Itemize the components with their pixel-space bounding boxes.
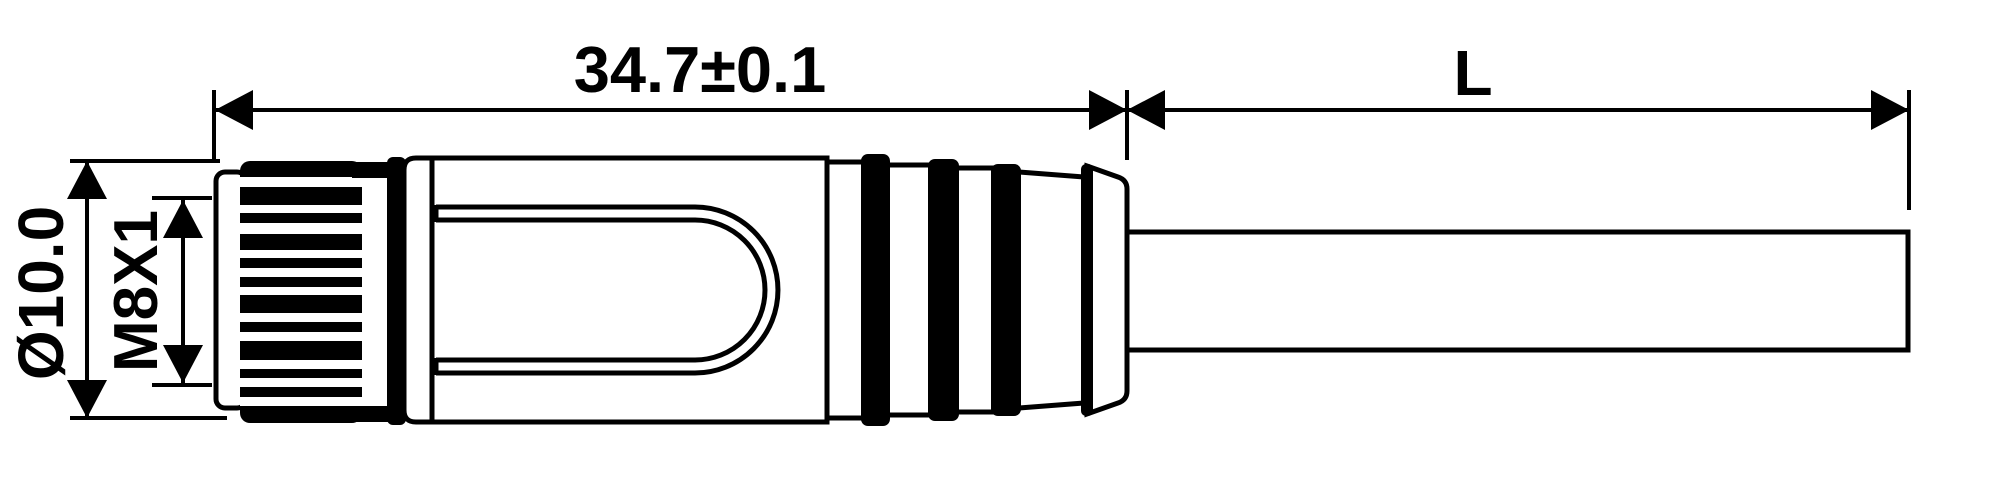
strain-relief xyxy=(827,159,1085,421)
connector-drawing xyxy=(213,154,1911,426)
dim-label-thread: M8X1 xyxy=(102,210,171,372)
dim-label-body-length: 34.7±0.1 xyxy=(574,33,827,106)
knurl-neck-band-top xyxy=(352,162,392,178)
cable-boot xyxy=(1084,162,1130,418)
thread-arrows xyxy=(163,200,203,383)
cable xyxy=(1121,229,1911,353)
knurl-neck-band-bottom xyxy=(352,406,392,422)
latch-slot xyxy=(433,204,781,376)
strain-relief-rib-2 xyxy=(928,159,959,421)
diameter-arrows xyxy=(67,161,107,418)
cable-boot-flange xyxy=(1081,164,1093,416)
strain-relief-rib-3 xyxy=(991,164,1021,416)
dim-label-cable-length: L xyxy=(1453,37,1492,109)
dimensions: 34.7±0.1 L Ø10.0 M8X1 xyxy=(5,33,1911,420)
neck-ring xyxy=(387,157,406,425)
dim-label-outer-diameter: Ø10.0 xyxy=(5,206,77,380)
dim-arrows xyxy=(215,90,1909,130)
knurled-nut xyxy=(240,161,362,423)
strain-relief-rib-1 xyxy=(861,154,890,426)
